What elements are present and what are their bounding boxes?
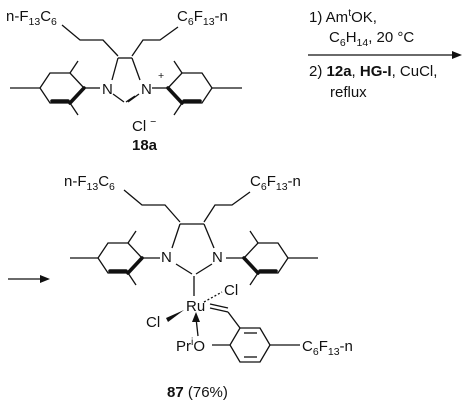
nhc-bond-n-c2-right bbox=[195, 263, 213, 275]
n-left-label: N bbox=[102, 81, 113, 98]
compound-label-18a: 18a bbox=[132, 137, 158, 154]
condition-step-1-solvent: C6H14, 20 °C bbox=[329, 29, 414, 49]
chloride-ligand-top: Cl bbox=[224, 282, 238, 299]
n-right-label: N bbox=[141, 81, 152, 98]
mesityl-right-87-ortho-methyl-bottom bbox=[249, 272, 259, 286]
ring-bond-n-c2-right bbox=[127, 93, 140, 103]
continuation-arrow-head bbox=[40, 275, 50, 283]
ethylene-linker-left bbox=[61, 24, 119, 57]
ru-cl-left-wedge bbox=[166, 310, 184, 322]
ring-bond-c-n-left bbox=[111, 57, 119, 81]
mesityl-left-87-ortho-methyl-bottom bbox=[127, 272, 137, 286]
isopropoxy-label: PriO bbox=[176, 336, 205, 355]
condition-step-1: 1) AmtOK, bbox=[309, 7, 377, 26]
ethylene-linker-right bbox=[131, 26, 179, 57]
mesityl-ring-right bbox=[167, 72, 213, 104]
nhc-bond-c-n-right bbox=[203, 223, 215, 249]
mesityl-right-87-ortho-methyl-top bbox=[249, 230, 259, 244]
mesityl-right-ortho-methyl-top bbox=[173, 60, 183, 74]
ethylene-linker-right-87 bbox=[203, 191, 251, 223]
compound-87-structure: n-F13C6 C6F13-n N N Ru Cl bbox=[64, 173, 353, 401]
mesityl-left-ortho-methyl-top bbox=[69, 60, 79, 74]
aryl-rf-label: C6F13-n bbox=[302, 338, 353, 358]
mesityl-left-87-bold-edge-2 bbox=[126, 256, 144, 275]
chloride-counterion: Cl− bbox=[132, 116, 156, 135]
rf-chain-left-label-87: n-F13C6 bbox=[64, 173, 115, 193]
rf-chain-right-label: C6F13-n bbox=[177, 8, 228, 28]
nhc-n-right-label: N bbox=[212, 249, 223, 266]
benzylidene-ch-aryl-bond bbox=[227, 311, 241, 329]
reaction-conditions: 1) AmtOK, C6H14, 20 °C 2) 12a, HG-I, CuC… bbox=[308, 7, 462, 101]
mesityl-left-bold-edge-2 bbox=[68, 86, 86, 105]
ring-bond-c-n-right bbox=[131, 57, 141, 81]
continuation-arrow bbox=[8, 275, 50, 283]
mesityl-right-ortho-methyl-bottom bbox=[173, 102, 183, 116]
chloride-ligand-left: Cl bbox=[146, 314, 160, 331]
compound-label-87: 87 (76%) bbox=[167, 384, 228, 401]
ru-carbene-double-bond-a bbox=[209, 307, 229, 313]
nhc-n-left-label: N bbox=[161, 249, 172, 266]
reaction-arrow-head bbox=[452, 51, 462, 59]
ru-carbene-double-bond-b bbox=[209, 303, 229, 309]
mesityl-ring-right-87 bbox=[243, 242, 289, 274]
mesityl-right-bold-edge-2 bbox=[166, 86, 184, 105]
ru-cl-top-bond bbox=[203, 291, 223, 303]
mesityl-ring-left-87 bbox=[97, 242, 143, 274]
ring-double-bond bbox=[125, 95, 136, 103]
mesityl-left-87-ortho-methyl-top bbox=[127, 230, 137, 244]
nhc-bond-c-n-left bbox=[171, 223, 181, 249]
mesityl-left-ortho-methyl-bottom bbox=[69, 102, 79, 116]
mesityl-ring-left bbox=[39, 72, 85, 104]
condition-step-2-reflux: reflux bbox=[330, 84, 367, 101]
nhc-bond-n-c2-left bbox=[175, 263, 193, 275]
o-ru-dative-arrowhead bbox=[192, 312, 200, 322]
rf-chain-left-label: n-F13C6 bbox=[6, 8, 57, 28]
rf-chain-right-label-87: C6F13-n bbox=[250, 173, 301, 193]
ring-bond-n-c2-left bbox=[112, 93, 125, 103]
compound-18a-structure: n-F13C6 C6F13-n N N + Cl− 18a bbox=[6, 8, 242, 154]
mesityl-right-87-bold-edge-2 bbox=[242, 256, 260, 275]
ruthenium-label: Ru bbox=[186, 298, 205, 315]
cation-charge: + bbox=[158, 70, 164, 82]
ethylene-linker-left-87 bbox=[123, 189, 181, 223]
condition-step-2: 2) 12a, HG-I, CuCl, bbox=[309, 63, 437, 80]
